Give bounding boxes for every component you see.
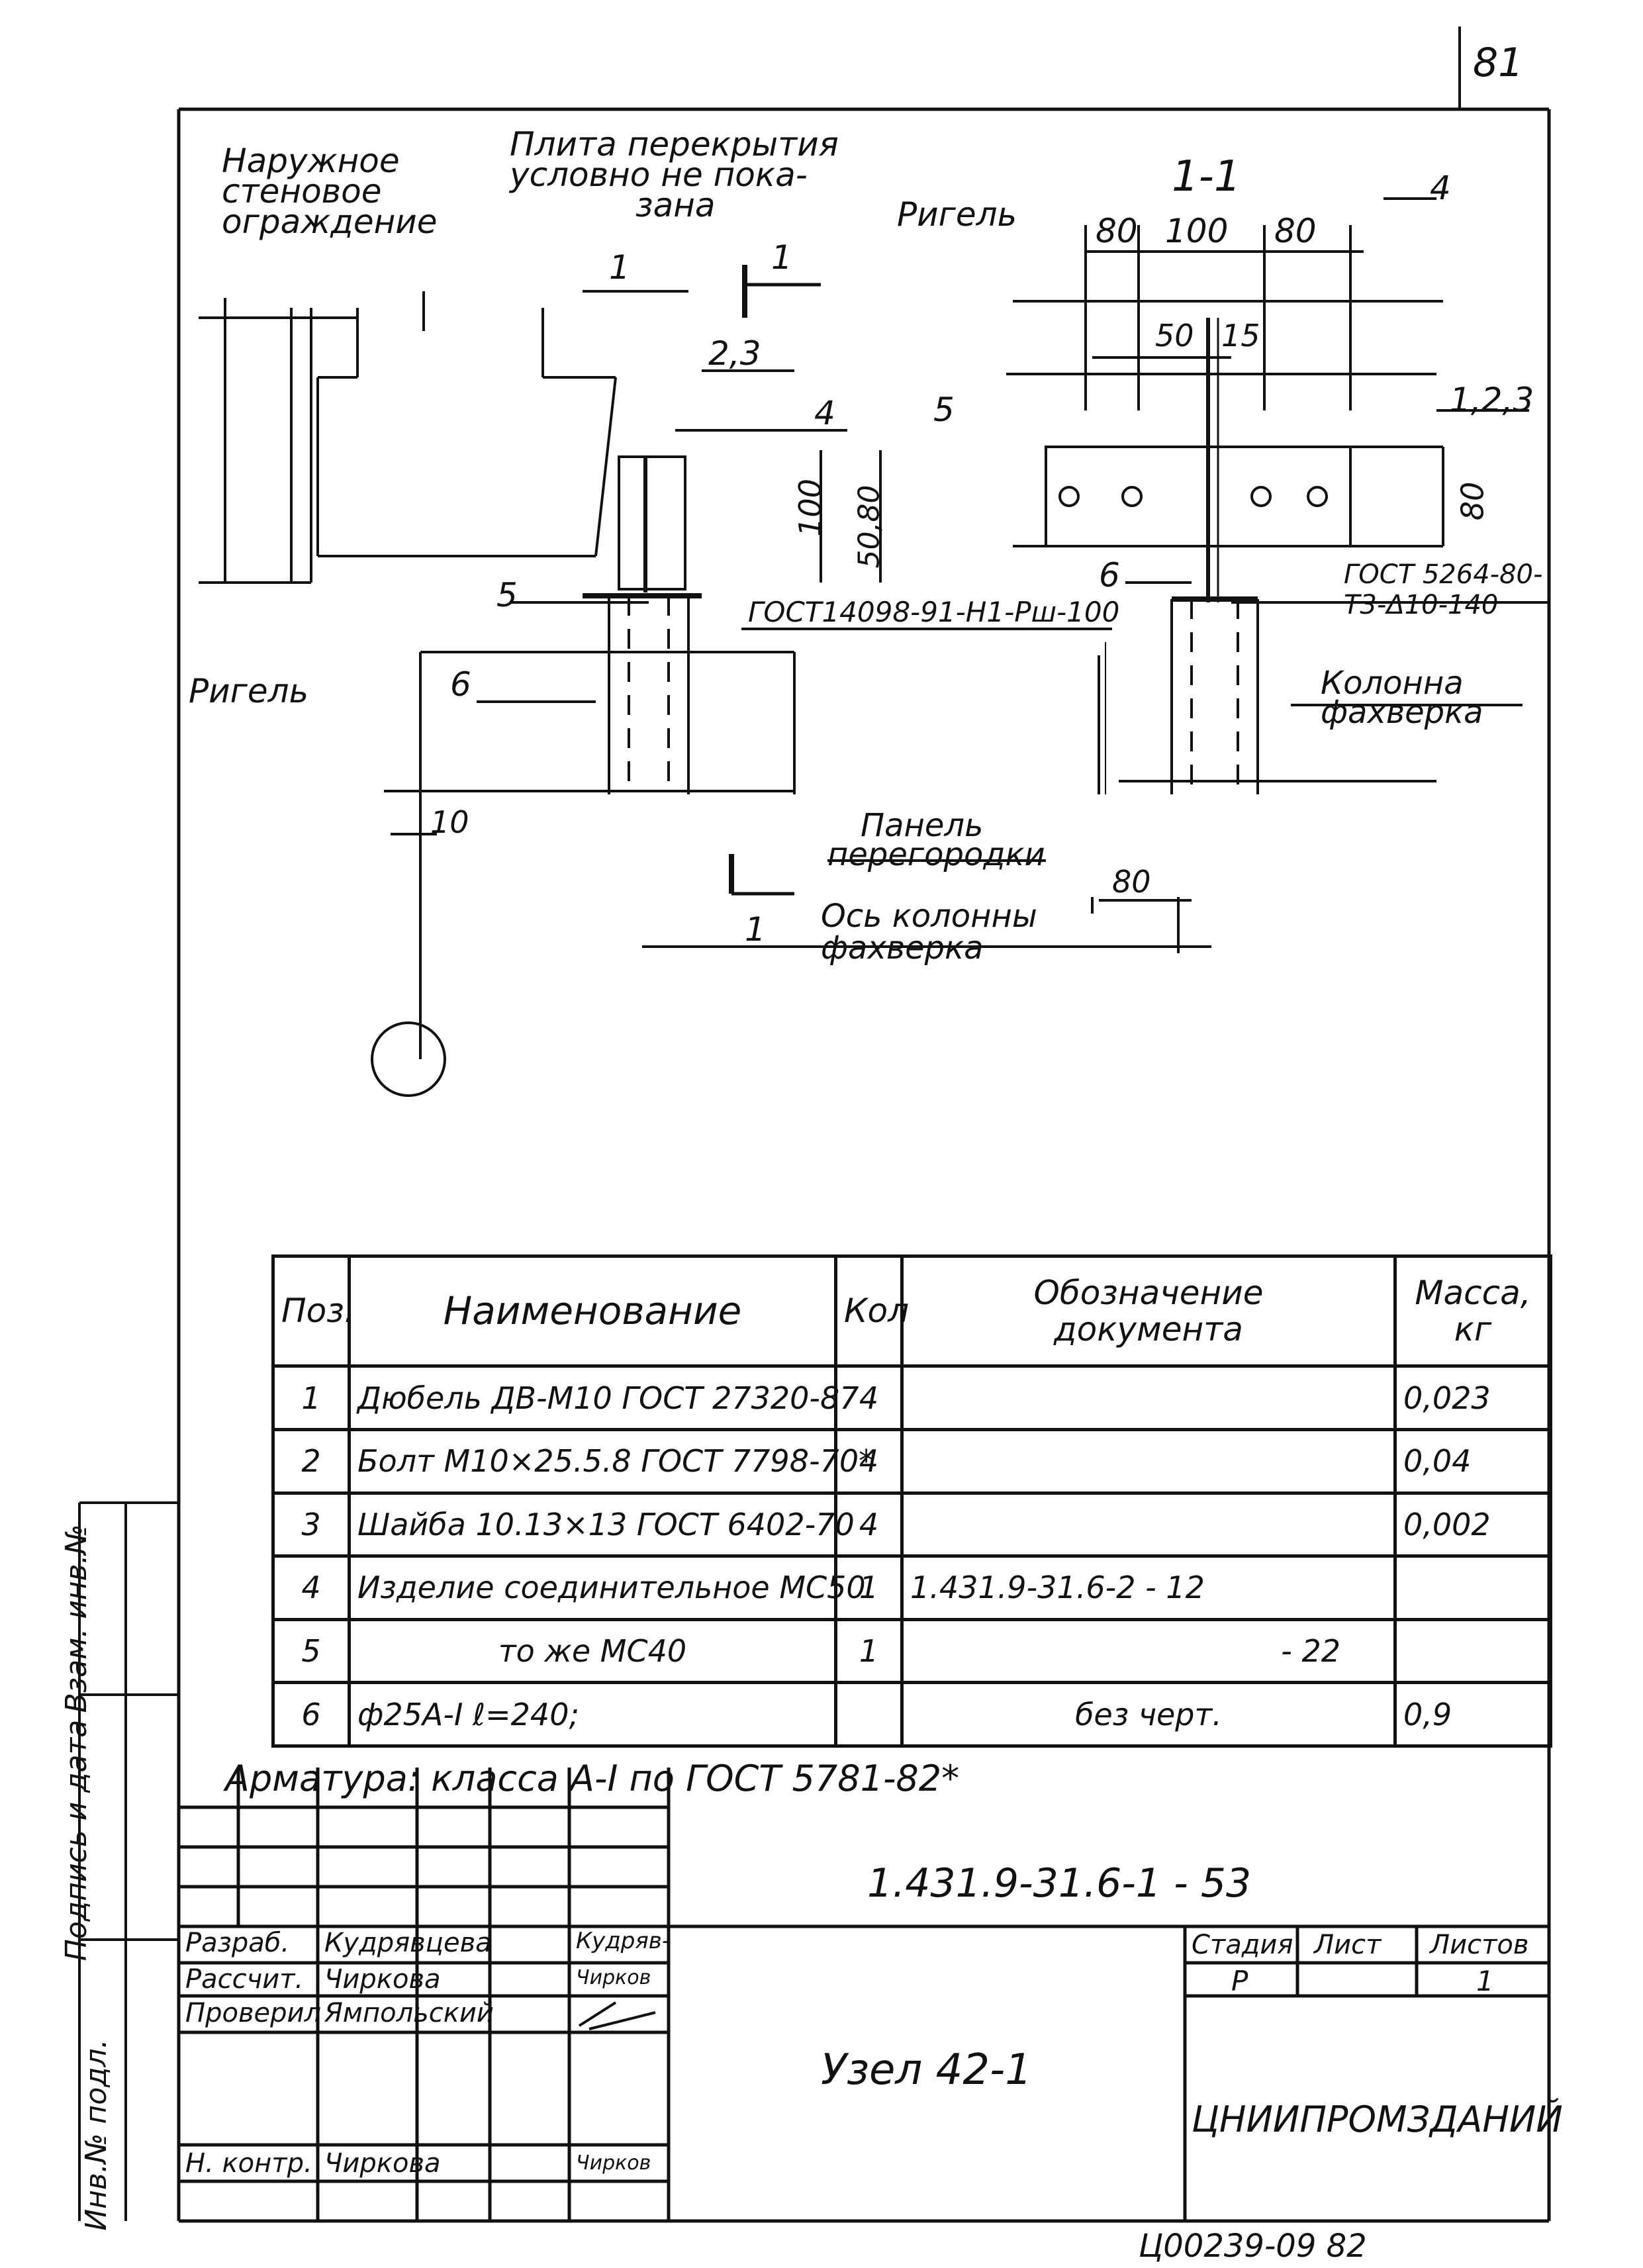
label-axis: Ось колонны фахверка (821, 898, 1037, 967)
dim: 100 (1165, 212, 1229, 250)
callout: 1 (609, 248, 630, 287)
table-row: 1 Дюбель ДВ-М10 ГОСТ 27320-87 4 0,023 (271, 1364, 1552, 1432)
label-gost-weld: ГОСТ 5264-80- Т3-Δ10-140 (1344, 559, 1543, 620)
role-name: Кудрявцева (324, 1928, 492, 1958)
callout: 2,3 (708, 334, 761, 373)
role-name: Чиркова (324, 1964, 441, 1995)
header-pos: Поз. (271, 1254, 355, 1368)
organization: ЦНИИПРОМЗДАНИЙ (1192, 2099, 1563, 2140)
callout: 5 (496, 576, 518, 614)
archive-code: Ц00239-09 82 (1139, 2228, 1367, 2265)
dim: 80 (1112, 864, 1151, 900)
role: Н. контр. (185, 2148, 312, 2179)
callout: 6 (450, 665, 471, 704)
dim: 80 (1454, 481, 1491, 521)
callout: 4 (1430, 169, 1451, 207)
side-stamp-inv: Инв.№ подл. (79, 2039, 113, 2231)
label-outer-wall: Наружное стеновое ограждение (222, 142, 438, 241)
dim: 15 (1221, 318, 1260, 354)
role-name: Ямпольский (324, 1998, 494, 2028)
signature-mark (578, 2001, 656, 2030)
label-rigel-section: Ригель (897, 195, 1017, 234)
spec-header-row: Поз. Наименование Кол Обозначение докуме… (271, 1254, 1552, 1368)
drawing-title: Узел 42-1 (821, 2046, 1032, 2095)
header-qty: Кол (834, 1254, 909, 1368)
role-name: Чиркова (324, 2148, 441, 2179)
dim: 50,80 (852, 485, 886, 569)
signature: Чирков (576, 2151, 651, 2175)
header-doc: Обозначение документа (900, 1254, 1397, 1368)
signature: Кудряв- (576, 1928, 671, 1954)
document-code: 1.431.9-31.6-1 - 53 (867, 1860, 1252, 1907)
table-row: 6 ф25А-I ℓ=240; без черт. 0,9 (271, 1681, 1552, 1748)
section-mark-bottom: 1 (745, 910, 766, 949)
stage-label: Стадия (1192, 1930, 1293, 1960)
callout: 5 (933, 391, 955, 429)
role: Разраб. (185, 1928, 290, 1958)
table-row: 4 Изделие соединительное МС50 1 1.431.9-… (271, 1554, 1552, 1621)
dim: 80 (1096, 212, 1138, 250)
page-number: 81 (1473, 40, 1524, 86)
reinforcement-note: Арматура: класса А-I по ГОСТ 5781-82* (225, 1758, 960, 1799)
header-mass: Масса, кг (1393, 1254, 1552, 1368)
role: Проверил (185, 1998, 322, 2028)
stage-value: Р (1231, 1965, 1248, 1997)
spec-table: Поз. Наименование Кол Обозначение докуме… (271, 1254, 1552, 1748)
dim: 50 (1155, 318, 1194, 354)
dim: 10 (430, 804, 469, 840)
table-row: 3 Шайба 10.13×13 ГОСТ 6402-70 4 0,002 (271, 1491, 1552, 1558)
callout: 6 (1099, 556, 1120, 594)
section-title: 1-1 (1172, 152, 1241, 201)
callout: 1,2,3 (1450, 381, 1534, 419)
table-row: 5 то же МС40 1 - 22 (271, 1617, 1552, 1685)
title-block-grid (179, 1768, 1549, 2221)
sheet-label: Лист (1314, 1930, 1382, 1960)
label-gost-dowel: ГОСТ14098-91-Н1-Рш-100 (748, 596, 1120, 628)
left-detail-geometry (199, 265, 1211, 1097)
table-row: 2 Болт М10×25.5.8 ГОСТ 7798-70* 4 0,04 (271, 1428, 1552, 1495)
sheets-value: 1 (1476, 1965, 1494, 1997)
label-panel: Панель перегородки (827, 807, 1045, 873)
label-column: Колонна фахверка (1321, 665, 1483, 731)
dim: 80 (1274, 212, 1317, 250)
label-rigel-left: Ригель (189, 672, 309, 710)
section-mark-top: 1 (771, 238, 792, 277)
role: Рассчит. (185, 1964, 304, 1995)
side-stamp-replace: Взам. инв.№ (60, 1524, 93, 1713)
dim: 100 (792, 479, 828, 537)
side-stamp-sign: Подпись и дата (60, 1719, 93, 1961)
header-name: Наименование (348, 1254, 837, 1368)
sheets-label: Листов (1430, 1930, 1529, 1960)
label-slab: Плита перекрытия условно не пока- зана (510, 125, 839, 224)
signature: Чирков (576, 1966, 651, 1989)
callout: 4 (814, 394, 835, 432)
section-geometry (1006, 197, 1549, 953)
